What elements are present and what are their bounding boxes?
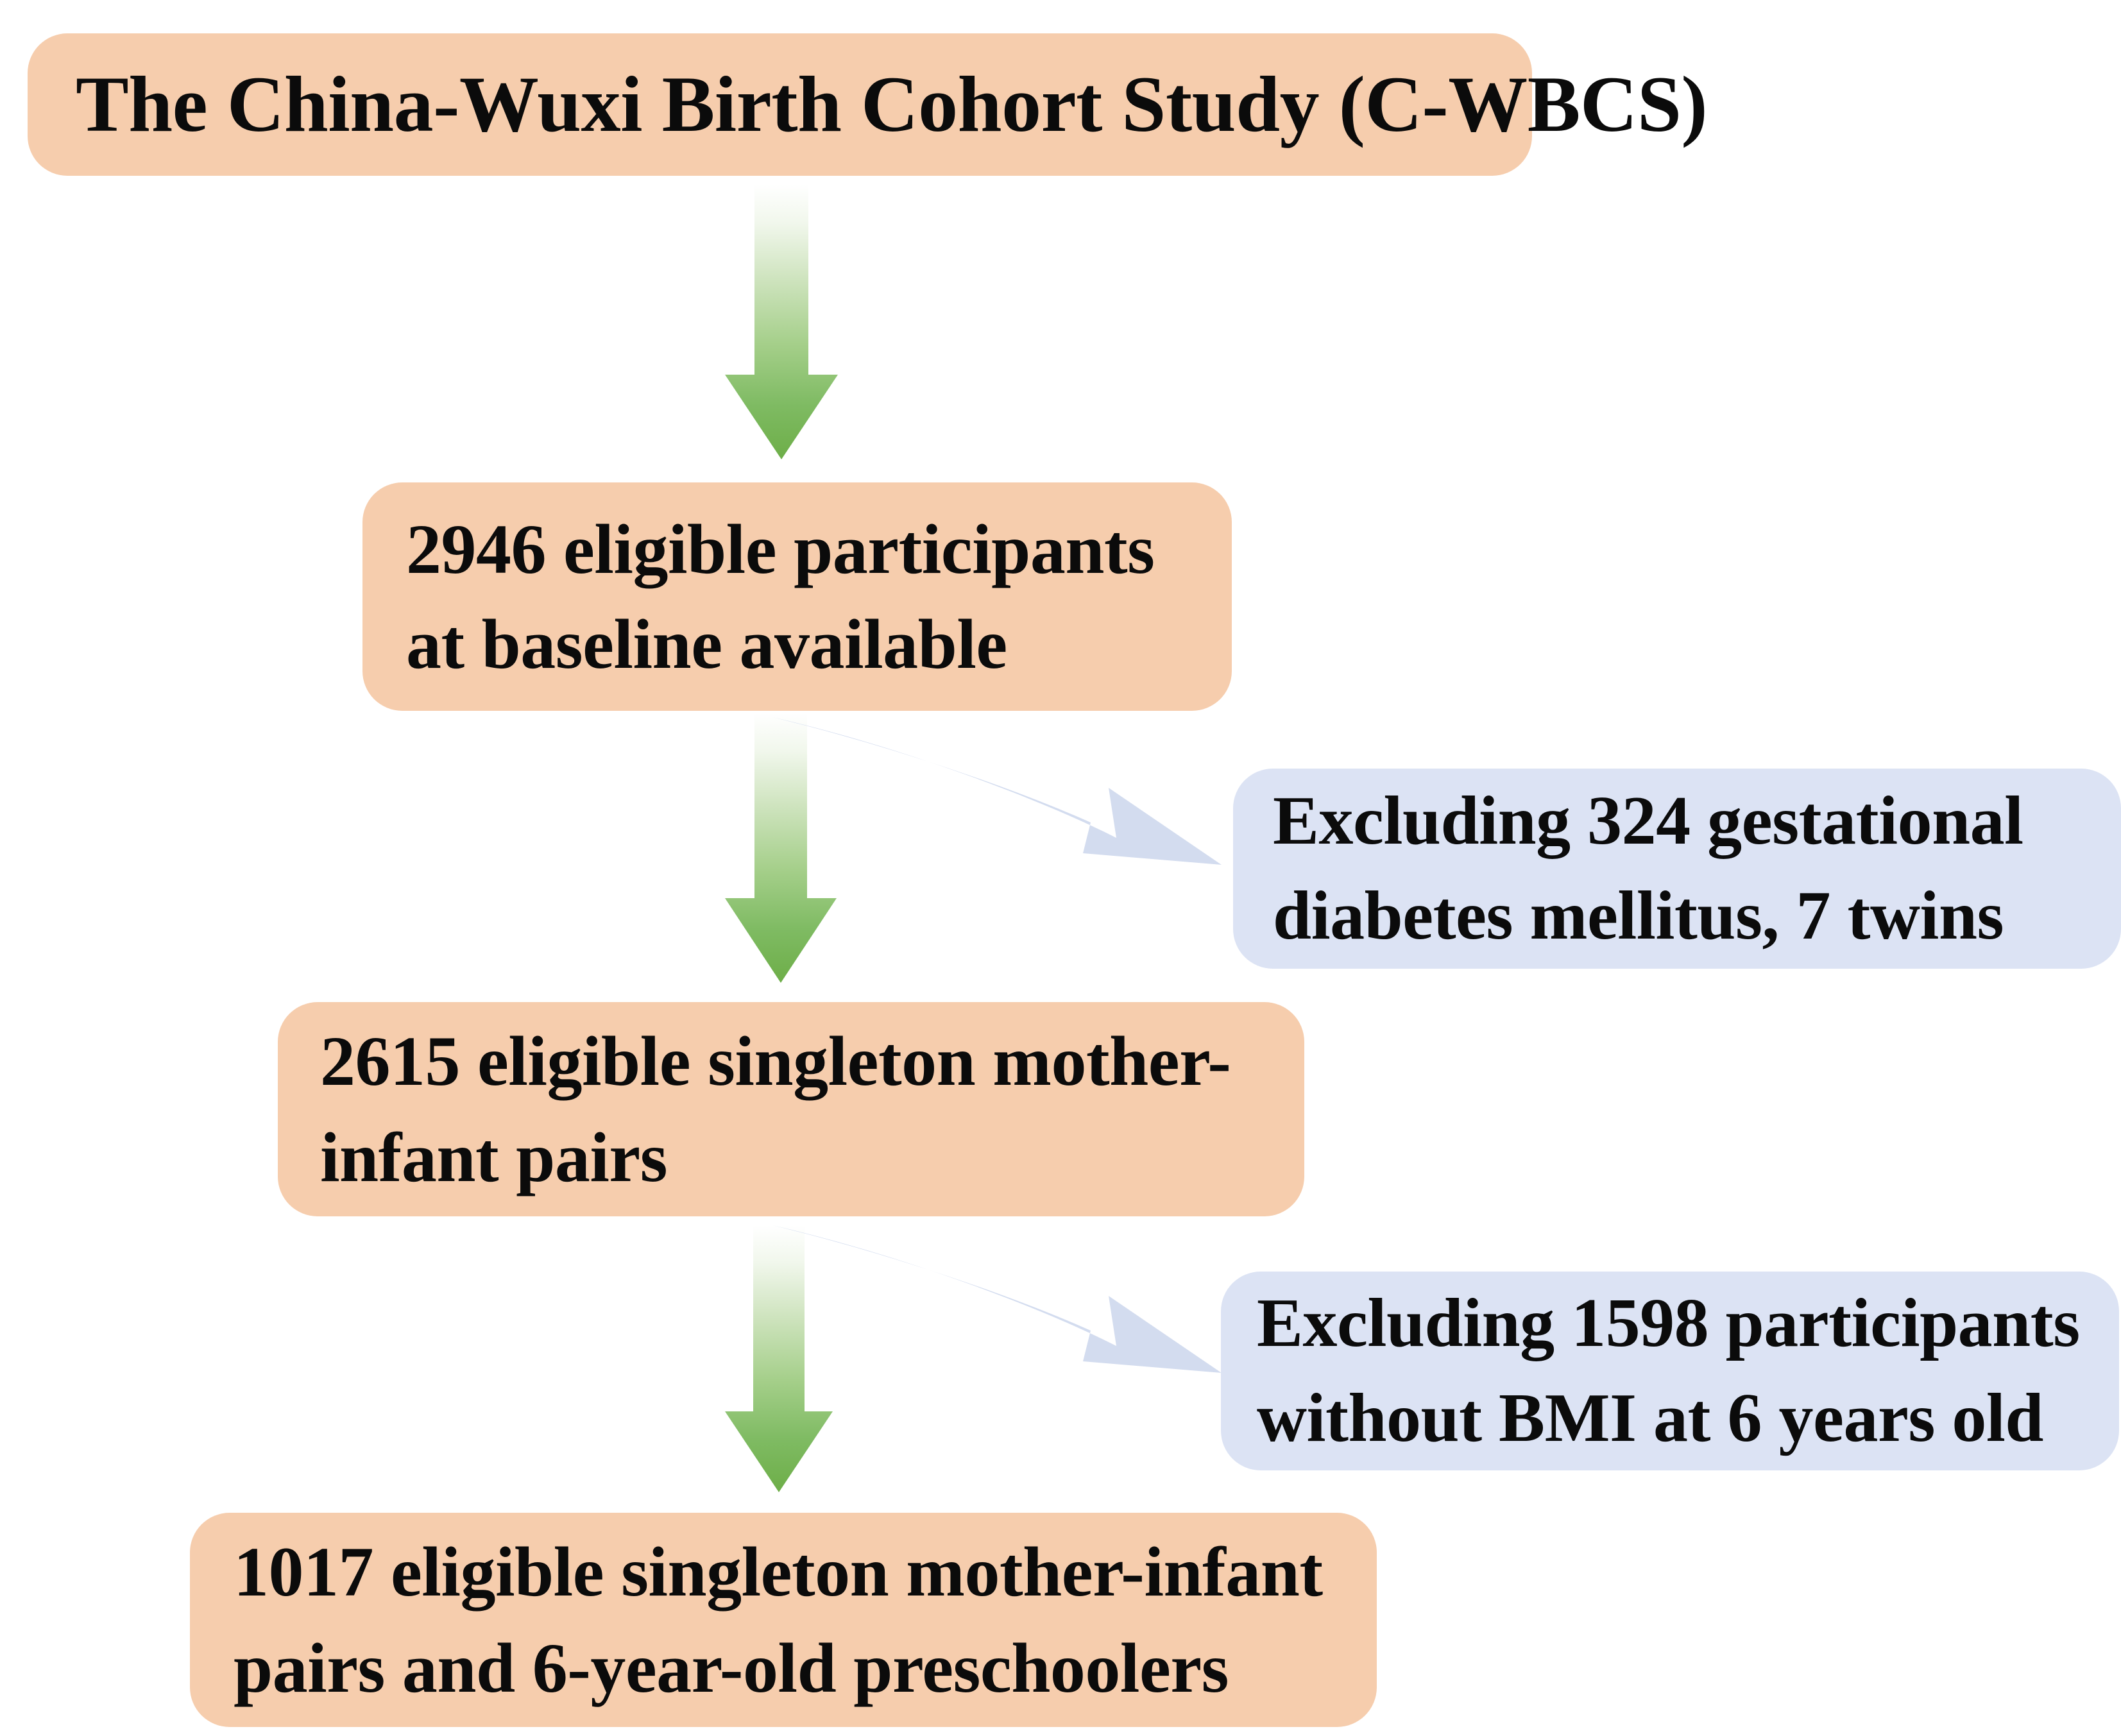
node-singleton-line-2: infant pairs [320, 1118, 668, 1196]
exclusion-arrow-icon-1 [772, 717, 1222, 865]
node-study-title: The China-Wuxi Birth Cohort Study (C-WBC… [28, 33, 1708, 176]
node-exclusion-1-line-1: Excluding 324 gestational [1273, 783, 2023, 859]
node-final-line-1: 1017 eligible singleton mother-infant [234, 1533, 1323, 1611]
node-final-line-2: pairs and 6-year-old preschoolers [234, 1629, 1229, 1707]
node-baseline-line-2: at baseline available [406, 605, 1007, 683]
flow-arrow-down-icon-3 [725, 1225, 833, 1492]
flow-arrow-down-icon-2 [725, 713, 837, 983]
node-study-title-line-1: The China-Wuxi Birth Cohort Study (C-WBC… [76, 60, 1708, 148]
node-singleton-line-1: 2615 eligible singleton mother- [320, 1022, 1231, 1100]
flow-arrow-down-icon-1 [725, 185, 838, 459]
node-exclusion-2-line-1: Excluding 1598 participants [1257, 1285, 2080, 1361]
node-final-sample: 1017 eligible singleton mother-infant pa… [190, 1513, 1377, 1727]
node-baseline-cohort: 2946 eligible participants at baseline a… [362, 482, 1232, 711]
node-exclusion-gdm-twins: Excluding 324 gestational diabetes melli… [1233, 769, 2121, 969]
node-singleton-pairs: 2615 eligible singleton mother- infant p… [278, 1002, 1304, 1216]
node-baseline-line-1: 2946 eligible participants [406, 510, 1155, 588]
node-exclusion-missing-bmi: Excluding 1598 participants without BMI … [1221, 1272, 2119, 1470]
exclusion-arrow-icon-2 [772, 1225, 1222, 1373]
node-exclusion-2-line-2: without BMI at 6 years old [1257, 1380, 2044, 1456]
node-exclusion-1-line-2: diabetes mellitus, 7 twins [1273, 878, 2004, 954]
